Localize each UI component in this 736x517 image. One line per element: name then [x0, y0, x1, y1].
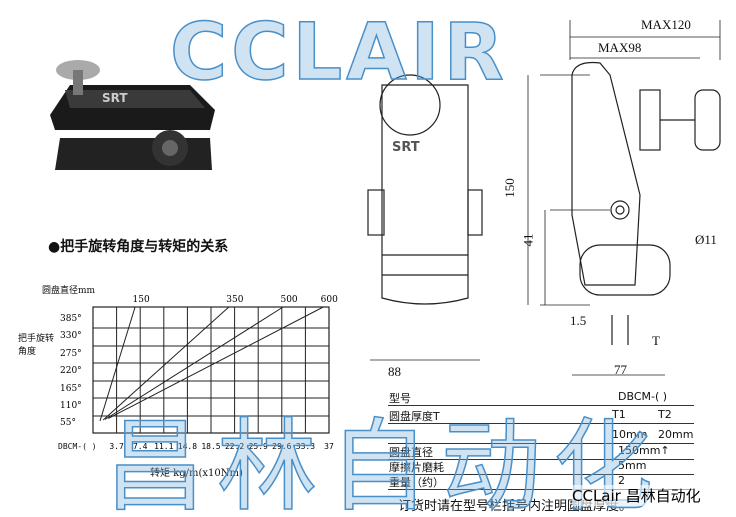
x-row-label: DBCM-( )	[58, 442, 97, 451]
series-line-350	[102, 306, 230, 421]
x-tick-label: 18.5	[201, 442, 220, 451]
y-tick-label: 385°	[60, 314, 82, 324]
y-tick-label: 275°	[60, 349, 82, 359]
row-value: T2	[658, 408, 672, 421]
series-line-500	[104, 306, 284, 420]
y-tick-label: 55°	[60, 418, 76, 428]
x-tick-label: 33.3	[296, 442, 315, 451]
row-value: 10mm	[612, 428, 648, 441]
section-title: ●把手旋转角度与转矩的关系	[48, 239, 229, 255]
x-tick-label: 22.2	[225, 442, 244, 451]
row-value: 150mm↑	[618, 444, 670, 457]
y-tick-label: 165°	[60, 384, 82, 394]
row-label: 摩擦片磨耗	[389, 461, 444, 474]
dim-41: 41	[520, 233, 536, 247]
x-tick-label: 14.8	[178, 442, 197, 451]
table-divider	[388, 474, 694, 475]
dim-max98: MAX98	[598, 40, 642, 55]
series-label-500: 500	[280, 295, 297, 305]
dim-max120: MAX120	[641, 17, 691, 32]
x-tick-label: 3.7	[109, 442, 124, 451]
x-tick-label: 7.4	[133, 442, 148, 451]
row-label: 重量（约）	[389, 476, 444, 489]
row-value: 2	[618, 474, 625, 487]
x-tick-label: 29.6	[272, 442, 291, 451]
series-label-350: 350	[226, 295, 243, 305]
y-axis-label: 把手旋转角度	[18, 334, 55, 357]
y-tick-label: 110°	[60, 401, 82, 411]
row-value: 5mm	[618, 459, 647, 472]
row-value: 20mm	[658, 428, 694, 441]
y-tick-label: 220°	[60, 366, 82, 376]
x-tick-label: 25.9	[249, 442, 268, 451]
series-label-150: 150	[133, 295, 150, 305]
table-divider	[388, 405, 694, 406]
x-tick-label: 37	[324, 442, 334, 451]
dim-77: 77	[614, 362, 627, 377]
row-label: 圆盘厚度T	[389, 410, 440, 423]
table-divider	[388, 459, 694, 460]
dim-150: 150	[501, 178, 517, 198]
row-value: DBCM-( )	[618, 390, 668, 403]
series-line-150	[99, 306, 136, 422]
table-divider	[388, 443, 694, 444]
dim-t: T	[652, 333, 660, 348]
watermark-corner: CCLair 昌林自动化	[572, 485, 701, 506]
row-label: 型号	[389, 392, 411, 405]
side-view-drawing	[527, 20, 721, 376]
series-label-600: 600	[321, 295, 338, 305]
series-line-600	[108, 306, 324, 419]
dim-1-5: 1.5	[570, 313, 587, 328]
torque-chart: 3.7 7.4 11.1 14.8 18.5 22.2 25.9 29.6 33.3 37 385°…	[60, 295, 338, 451]
x-axis-label: 转矩 kg/m(x10Nm)	[150, 468, 243, 479]
chart-title: 圆盘直径mm	[42, 286, 96, 296]
drawing-logo: SRT	[392, 140, 420, 155]
row-value: T1	[612, 408, 626, 421]
front-view-drawing	[367, 74, 483, 361]
table-divider	[388, 489, 694, 490]
product-logo: SRT	[102, 91, 128, 105]
row-label: 圆盘直径	[389, 446, 433, 459]
x-tick-label: 11.1	[154, 442, 173, 451]
dim-dia11: Ø11	[695, 232, 717, 247]
dim-88: 88	[388, 364, 401, 379]
table-divider	[388, 423, 694, 424]
product-photo: SRT	[40, 30, 230, 200]
y-tick-label: 330°	[60, 331, 82, 341]
